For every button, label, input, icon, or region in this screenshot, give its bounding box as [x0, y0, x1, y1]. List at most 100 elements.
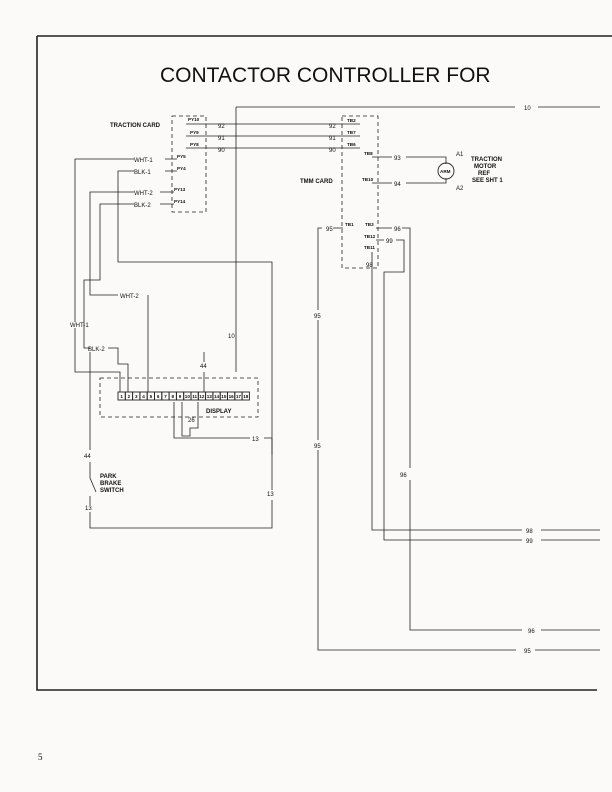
wire-44-park: 44: [84, 454, 91, 460]
wire-95-route: [317, 227, 600, 651]
display-pin-number: 5: [150, 394, 153, 399]
traction-card-label: TRACTION CARD: [110, 123, 161, 129]
wht2-label-low: WHT-2: [120, 294, 139, 300]
page-border: [36, 35, 612, 691]
wire-96-c: 96: [528, 629, 535, 635]
pin-py8: PY8: [190, 142, 199, 147]
pin-tb8: TB8: [364, 151, 373, 156]
display-pin-number: 9: [179, 394, 182, 399]
park-brake-l2: BRAKE: [100, 481, 121, 487]
pin-py5: PY5: [177, 154, 186, 159]
blk1-route: [117, 170, 273, 455]
display-pin-number: 1: [120, 394, 123, 399]
wire-26: 26: [188, 418, 195, 424]
display-pin-number: 18: [243, 394, 249, 399]
motor-armature-icon: [437, 162, 455, 180]
wire-wht2: WHT-2: [134, 191, 153, 197]
park-brake-l3: SWITCH: [100, 488, 124, 494]
blk2-route: [83, 203, 134, 392]
display-pin-number: 6: [157, 394, 160, 399]
wire-99-a: 99: [386, 239, 393, 245]
display-pin-number: 14: [214, 394, 220, 399]
wht1-route: [74, 158, 134, 392]
traction-left-stubs: [160, 158, 177, 205]
wire-90-right: 90: [329, 148, 336, 154]
wire-91-left: 91: [218, 136, 225, 142]
wire-10-mid: 10: [228, 334, 235, 340]
tmm-left-stubs: [330, 123, 360, 149]
motor-wires: [372, 156, 447, 184]
wire-90-left: 90: [218, 148, 225, 154]
wire-13-a: 13: [252, 437, 259, 443]
wire-blk2: BLK-2: [134, 203, 151, 209]
a1-label: A1: [456, 152, 464, 158]
arm-label: ARM: [440, 169, 451, 174]
traction-card-box: [171, 115, 207, 213]
wire-13-park: 13: [85, 506, 92, 512]
wire-92-right: 92: [329, 124, 336, 130]
display-pin-number: 15: [221, 394, 227, 399]
display-pin-number: 10: [185, 394, 191, 399]
display-pin-number: 4: [142, 394, 145, 399]
wire-92-left: 92: [218, 124, 225, 130]
diagram-title: CONTACTOR CONTROLLER FOR: [160, 64, 491, 87]
display-pin-number: 12: [199, 394, 205, 399]
a2-label: A2: [456, 186, 464, 192]
wire-94: 94: [394, 182, 401, 188]
display-pin-number: 17: [236, 394, 242, 399]
wire-95-b: 95: [314, 314, 321, 320]
wht1-label-low: WHT-1: [70, 323, 89, 329]
display-pin-number: 2: [128, 394, 131, 399]
blk2-label-low: BLK-2: [88, 347, 105, 353]
pin-py14: PY14: [174, 199, 186, 204]
wire-96-route: [376, 227, 600, 631]
motor-l1: TRACTION: [471, 157, 502, 163]
display-pin-number: 7: [164, 394, 167, 399]
pin-py10: PY10: [188, 117, 200, 122]
wire-wht1: WHT-1: [134, 158, 153, 164]
wire-95-d: 95: [524, 649, 531, 655]
wire-91-right: 91: [329, 136, 336, 142]
display-pin-number: 3: [135, 394, 138, 399]
pin-tb7: TB7: [347, 130, 356, 135]
wire-13-display: [173, 402, 272, 439]
pin-tb2: TB2: [347, 118, 356, 123]
wire-95-a: 95: [326, 227, 333, 233]
tmm-card-box: [341, 115, 379, 269]
park-brake-loop: [89, 352, 273, 529]
wht2-route: [89, 191, 149, 392]
motor-l2: MOTOR: [474, 164, 497, 170]
wires-92-91-90: [206, 123, 330, 149]
display-pin-number: 8: [171, 394, 174, 399]
park-brake-l1: PARK: [100, 474, 117, 480]
display-pin-number: 11: [192, 394, 197, 399]
pin-py9: PY9: [190, 130, 199, 135]
display-pin-cell: [241, 391, 250, 401]
display-box: [99, 377, 259, 418]
display-pin-number: 13: [207, 394, 213, 399]
pin-py13: PY13: [174, 187, 186, 192]
display-label: DISPLAY: [206, 409, 231, 415]
pin-tb3: TB3: [365, 222, 374, 227]
wire-10-top: 10: [524, 106, 531, 112]
traction-stubs: [186, 123, 206, 149]
tmm-card-label: TMM CARD: [300, 179, 333, 185]
wire-93: 93: [394, 156, 401, 162]
pin-tb10: TB10: [362, 177, 374, 182]
wire-95-c: 95: [314, 444, 321, 450]
wire-10: [235, 106, 600, 372]
motor-l3: REF: [478, 171, 490, 177]
page-number: 5: [38, 752, 43, 762]
pin-tb11: TB11: [364, 245, 375, 250]
wire-98-b: 98: [526, 529, 533, 535]
wire-44-top: 44: [200, 364, 207, 370]
wire-96-a: 96: [394, 227, 401, 233]
wire-26-loop: [181, 402, 199, 437]
wire-13-b: 13: [267, 492, 274, 498]
pin-tb12: TB12: [364, 234, 376, 239]
pin-py4: PY4: [177, 166, 186, 171]
wire-99-b: 99: [526, 539, 533, 545]
